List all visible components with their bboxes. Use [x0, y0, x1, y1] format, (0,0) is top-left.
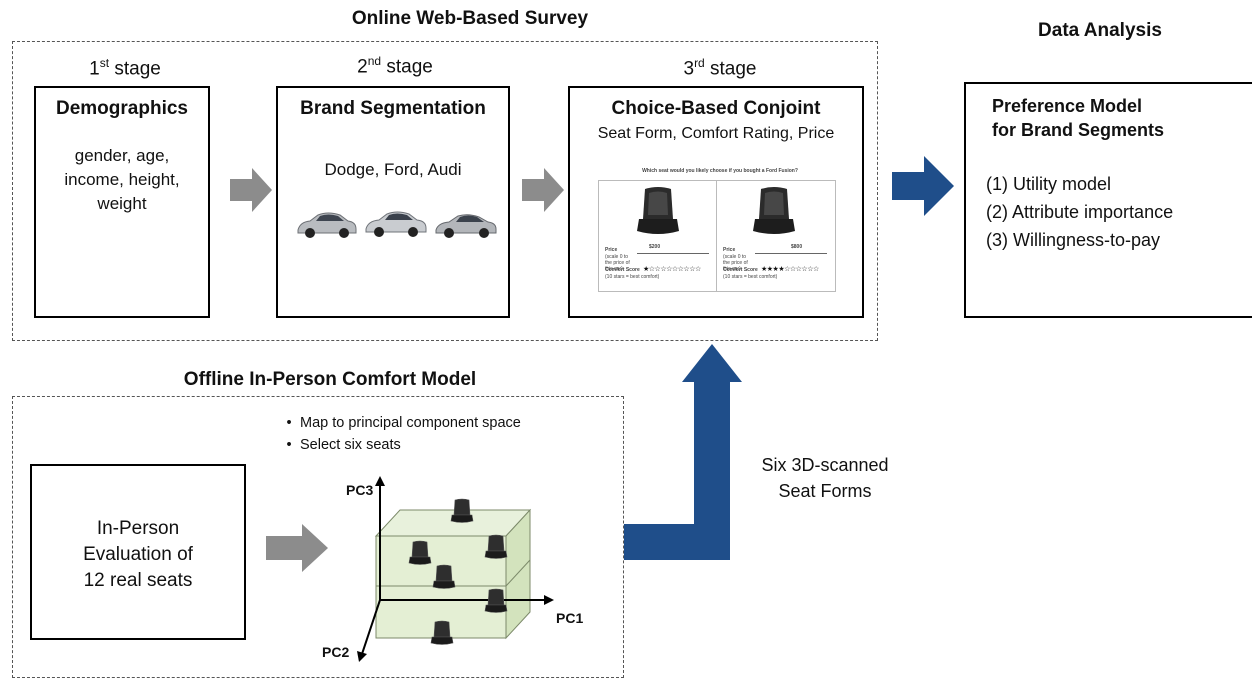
conjoint-attributes: Seat Form, Comfort Rating, Price [597, 125, 835, 142]
option-2-comfort-note: (10 stars = best comfort) [723, 274, 778, 280]
arrow-to-data-analysis [892, 156, 954, 216]
car-dodge-image [297, 212, 357, 238]
car-audi-image [435, 214, 497, 238]
option-2-price-note: (scale 0 to the price of this car) [723, 254, 748, 272]
seat-option-2-image [753, 187, 795, 234]
evaluation-text: In-Person Evaluation of 12 real seats [83, 518, 193, 591]
seat-option-1-image [637, 187, 679, 234]
offline-bullets: Map to principal component space Select … [278, 412, 521, 456]
axis-label-pc3: PC3 [346, 482, 374, 498]
brand-list: Dodge, Ford, Audi [324, 160, 462, 179]
online-survey-region [12, 41, 878, 341]
option-1-price-note: (scale 0 to the price of this car) [605, 254, 630, 272]
option-2-price-value: $800 [791, 244, 803, 250]
conjoint-heading: Choice-Based Conjoint [611, 98, 821, 119]
conjoint-question: Which seat would you likely choose if yo… [642, 168, 798, 174]
stage-3-label: 3rd stage [683, 56, 757, 80]
demographics-box: Demographics gender, age, income, height… [34, 86, 210, 318]
offline-model-title: Offline In-Person Comfort Model [183, 369, 477, 390]
axis-label-pc1: PC1 [556, 610, 584, 626]
analysis-heading: Preference Model for Brand Segments [992, 96, 1165, 140]
arrow-stage1-to-stage2 [230, 168, 272, 212]
stage-2-label: 2nd stage [357, 54, 433, 78]
brand-segmentation-box: Brand Segmentation Dodge, Ford, Audi [276, 86, 510, 318]
option-1-comfort-note: (10 stars = best comfort) [605, 274, 660, 280]
scanned-seat-forms-label: Six 3D-scanned Seat Forms [761, 455, 889, 501]
arrow-stage2-to-stage3 [522, 168, 564, 212]
data-analysis-box: Preference Model for Brand Segments (1) … [964, 82, 1252, 318]
bullet-item: Select six seats [278, 434, 521, 456]
option-2-stars: ★★★★☆☆☆☆☆☆ [761, 266, 819, 273]
arrow-eval-to-pc-space [266, 524, 328, 572]
option-2-price-label: Price [723, 247, 736, 253]
analysis-item: (1) Utility model [986, 174, 1112, 194]
option-2-price-scale [755, 253, 827, 254]
stage-1-label: 1st stage [89, 56, 161, 80]
bullet-item: Map to principal component space [278, 412, 521, 434]
choice-based-conjoint-box: Choice-Based Conjoint Seat Form, Comfort… [568, 86, 864, 318]
axis-label-pc2: PC2 [322, 644, 350, 660]
analysis-item: (3) Willingness-to-pay [986, 230, 1161, 250]
demographics-heading: Demographics [56, 98, 188, 119]
conjoint-card: Price (scale 0 to the price of this car)… [598, 180, 836, 292]
car-ford-image [365, 211, 427, 237]
data-analysis-title: Data Analysis [1038, 20, 1162, 41]
brand-segmentation-heading: Brand Segmentation [300, 98, 486, 119]
option-1-stars: ★☆☆☆☆☆☆☆☆☆ [643, 266, 701, 273]
analysis-item: (2) Attribute importance [986, 202, 1174, 222]
offline-model-region [12, 396, 624, 678]
option-1-price-value: $200 [649, 244, 661, 250]
analysis-items: (1) Utility model (2) Attribute importan… [986, 170, 1252, 254]
principal-component-cube [357, 476, 554, 662]
option-2-comfort-label: Comfort Score [723, 267, 758, 273]
option-1-price-label: Price [605, 247, 618, 253]
option-1-comfort-label: Comfort Score [605, 267, 640, 273]
option-1-price-scale [637, 253, 709, 254]
in-person-evaluation-box: In-Person Evaluation of 12 real seats [30, 464, 246, 640]
demographics-body: gender, age, income, height, weight [64, 146, 180, 213]
online-survey-title: Online Web-Based Survey [351, 8, 589, 29]
arrow-seat-forms-to-conjoint [624, 344, 742, 560]
